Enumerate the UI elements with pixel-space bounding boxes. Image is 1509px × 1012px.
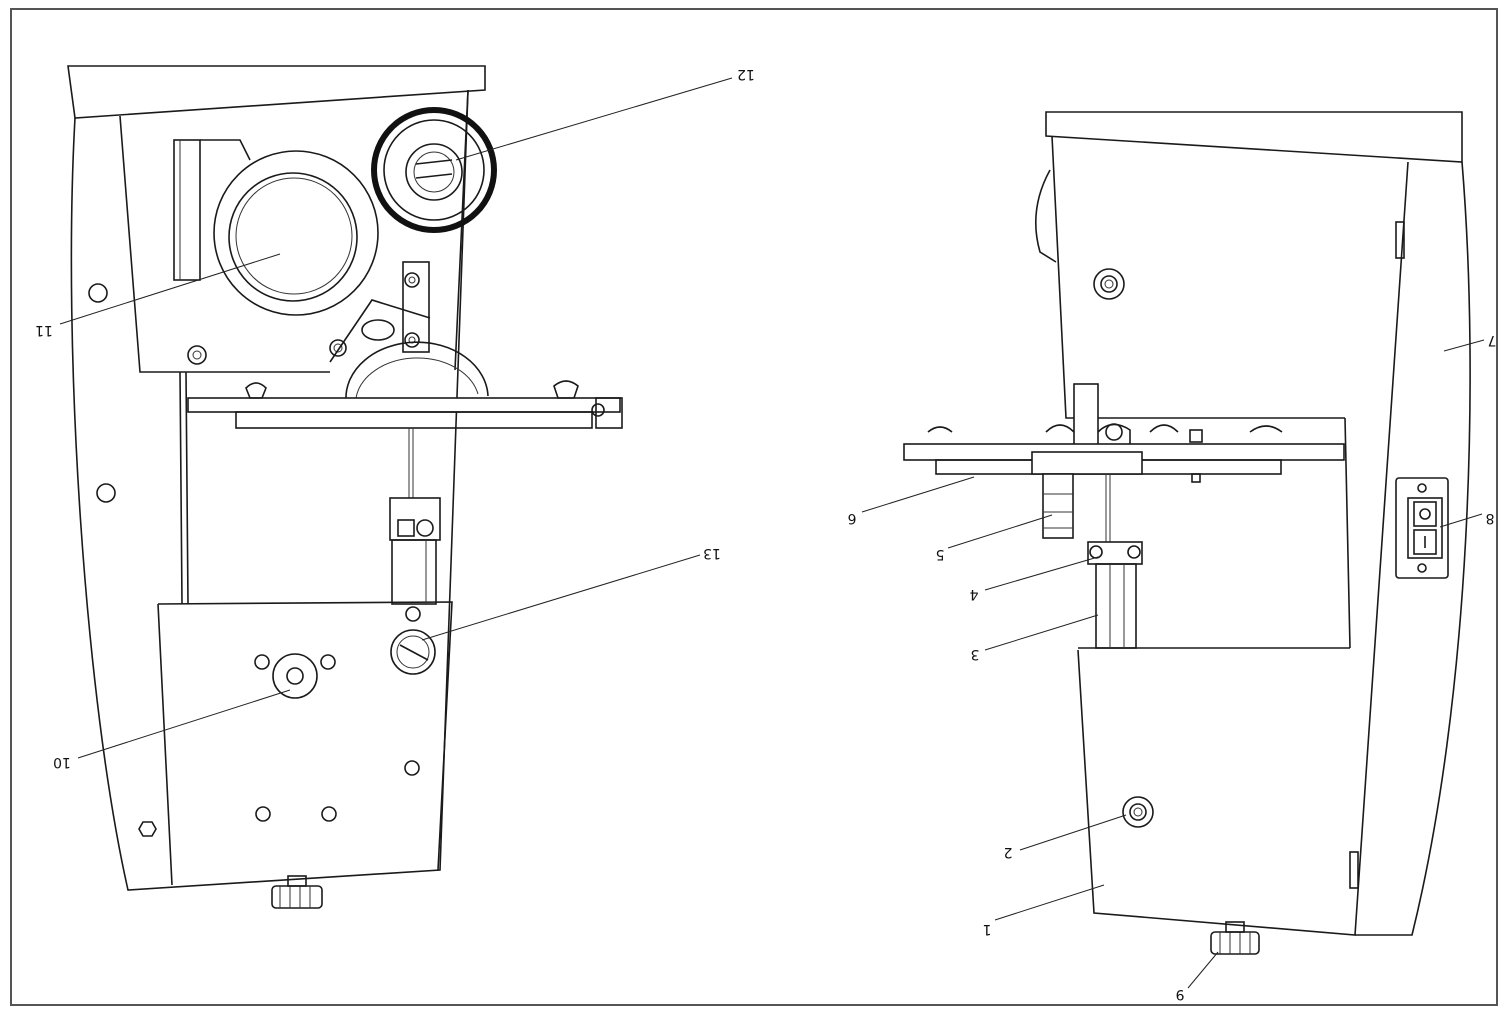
tilt-protractor (345, 341, 489, 401)
callout-4: 4 (969, 586, 978, 602)
right-body-outline (1077, 161, 1409, 936)
leader-11 (59, 253, 281, 325)
left-work-table (187, 397, 621, 413)
right-view (903, 111, 1471, 955)
callout-13: 13 (703, 545, 721, 561)
right-adjustable-foot (1210, 931, 1260, 955)
leader-13 (421, 554, 701, 641)
drawing-frame (10, 8, 1498, 1006)
door-bolt (1122, 796, 1154, 828)
blade-guide-knob (1042, 473, 1074, 539)
left-body-outline (70, 89, 469, 891)
dust-port-left (173, 139, 201, 281)
leader-3 (984, 614, 1099, 651)
callout-8: 8 (1486, 510, 1495, 526)
large-wheel-inner (228, 172, 358, 302)
door-lock-knob (272, 653, 318, 699)
switch-panel (1395, 477, 1449, 579)
guide-post (1095, 563, 1137, 649)
callout-10: 10 (53, 754, 71, 770)
callout-5: 5 (936, 546, 945, 562)
left-top-cap (67, 65, 486, 119)
leader-9 (1187, 951, 1219, 989)
right-top-cap (1045, 111, 1463, 163)
left-view (67, 65, 623, 909)
leader-4 (984, 556, 1099, 591)
leader-10 (77, 689, 291, 759)
leader-6 (861, 476, 975, 513)
ring-knob-outer (371, 107, 497, 233)
callout-1: 1 (983, 921, 992, 937)
left-hex-bolt (138, 821, 157, 837)
leader-2 (1019, 814, 1127, 851)
callout-2: 2 (1004, 844, 1013, 860)
leader-5 (947, 514, 1053, 549)
callout-12: 12 (737, 66, 755, 82)
large-wheel-outer (213, 150, 379, 316)
callout-labels: 1 2 3 4 5 6 7 8 9 10 11 12 13 (35, 66, 1496, 1002)
callout-7: 7 (1488, 332, 1497, 348)
callout-6: 6 (847, 510, 856, 526)
leader-7 (1443, 339, 1485, 352)
leader-1 (994, 884, 1105, 921)
right-upper-arm (1051, 135, 1345, 419)
callout-11: 11 (35, 322, 53, 338)
tension-knob (390, 629, 436, 675)
leader-12 (455, 77, 733, 161)
left-upper-housing (119, 115, 330, 373)
callout-9: 9 (1176, 986, 1185, 1002)
left-lower-cabinet (157, 601, 453, 871)
leader-lines (59, 77, 1485, 989)
callout-3: 3 (971, 646, 980, 662)
table-trunnion (1031, 451, 1143, 475)
leader-8 (1439, 513, 1483, 528)
